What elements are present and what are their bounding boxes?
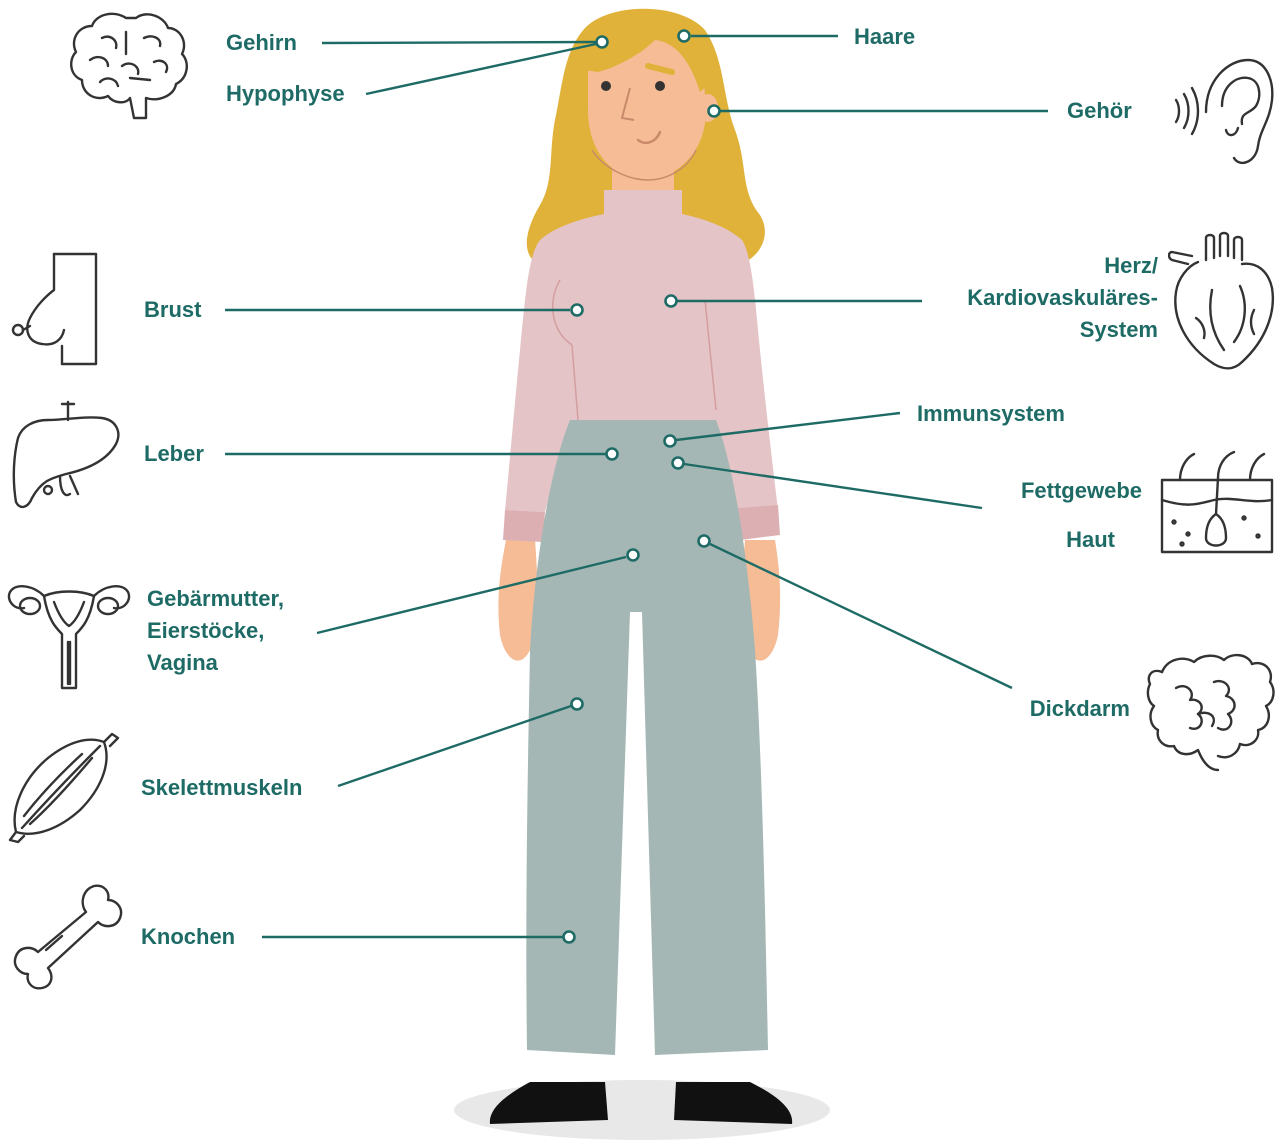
- dot-dickdarm: [699, 536, 710, 547]
- breast-icon: [6, 250, 106, 370]
- brain-icon: [66, 8, 196, 120]
- dot-gehoer: [709, 106, 720, 117]
- left-eye: [601, 81, 611, 91]
- dot-fettgewebe: [673, 458, 684, 469]
- label-skelettmuskeln: Skelettmuskeln: [141, 772, 302, 804]
- dot-gebaermutter: [628, 550, 639, 561]
- label-gehoer: Gehör: [1067, 95, 1132, 127]
- label-gebaermutter-line-2: Eierstöcke,: [147, 615, 284, 647]
- label-dickdarm: Dickdarm: [1030, 693, 1130, 725]
- label-haare: Haare: [854, 21, 915, 53]
- dot-brust: [572, 305, 583, 316]
- bone-icon: [6, 878, 131, 993]
- label-herz-line-1: Herz/: [967, 250, 1158, 282]
- dot-immunsystem: [665, 436, 676, 447]
- uterus-icon: [4, 572, 134, 692]
- right-shoe: [674, 1082, 792, 1124]
- heart-icon: [1168, 230, 1278, 380]
- label-herz-line-2: Kardiovaskuläres-: [967, 282, 1158, 314]
- label-herz: Herz/ Kardiovaskuläres- System: [967, 250, 1158, 346]
- label-knochen: Knochen: [141, 921, 235, 953]
- liver-icon: [8, 398, 128, 513]
- left-shoe: [490, 1082, 608, 1124]
- muscle-icon: [4, 728, 124, 848]
- dot-skelettmuskeln: [572, 699, 583, 710]
- label-immunsystem: Immunsystem: [917, 398, 1065, 430]
- dot-leber: [607, 449, 618, 460]
- label-gebaermutter-line-3: Vagina: [147, 647, 284, 679]
- label-herz-line-3: System: [967, 314, 1158, 346]
- dot-gehirn: [597, 37, 608, 48]
- label-fettgewebe: Fettgewebe: [1021, 475, 1142, 507]
- dot-knochen: [564, 932, 575, 943]
- label-brust: Brust: [144, 294, 201, 326]
- skin-hair-icon: [1158, 448, 1278, 558]
- label-gehirn: Gehirn: [226, 27, 297, 59]
- right-cuff: [738, 505, 780, 540]
- dot-herz: [666, 296, 677, 307]
- ear-icon: [1168, 50, 1278, 170]
- intestine-icon: [1142, 642, 1279, 777]
- leader-gehirn: [322, 42, 596, 43]
- pants: [526, 420, 768, 1055]
- dot-haare: [679, 31, 690, 42]
- label-gebaermutter-line-1: Gebärmutter,: [147, 583, 284, 615]
- label-haut: Haut: [1066, 524, 1115, 556]
- label-leber: Leber: [144, 438, 204, 470]
- label-hypophyse: Hypophyse: [226, 78, 345, 110]
- label-gebaermutter: Gebärmutter, Eierstöcke, Vagina: [147, 583, 284, 679]
- left-cuff: [503, 510, 545, 542]
- right-eye: [655, 81, 665, 91]
